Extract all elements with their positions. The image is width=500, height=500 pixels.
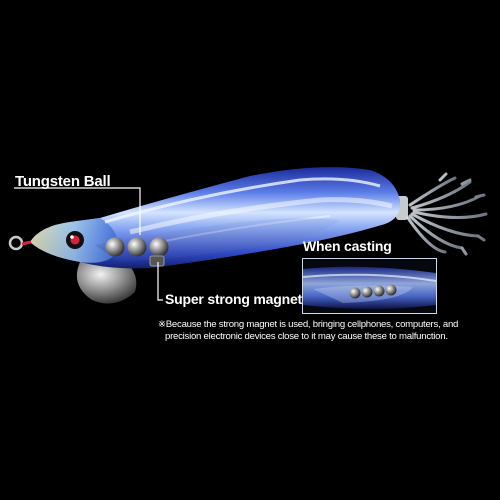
inset-ball (349, 287, 361, 299)
tungsten-ball-label: Tungsten Ball (15, 173, 111, 190)
lure-eye (66, 231, 84, 249)
warning-line-1: ※Because the strong magnet is used, brin… (158, 319, 459, 330)
line-eye (8, 235, 24, 251)
leader-lines (14, 187, 163, 301)
when-casting-detail (303, 259, 436, 313)
inset-ball (373, 285, 385, 297)
super-strong-magnet-label: Super strong magnet (165, 291, 302, 307)
inset-ball (361, 286, 373, 298)
inset-ball (385, 284, 397, 296)
when-casting-inset (302, 258, 437, 314)
magnet-warning-note: ※Because the strong magnet is used, brin… (158, 319, 493, 343)
warning-line-2: precision electronic devices close to it… (165, 331, 448, 342)
sinker (76, 262, 137, 304)
tungsten-balls (105, 237, 169, 257)
hook-tentacles (406, 172, 488, 256)
magnet (149, 255, 165, 267)
when-casting-label: When casting (303, 238, 392, 254)
